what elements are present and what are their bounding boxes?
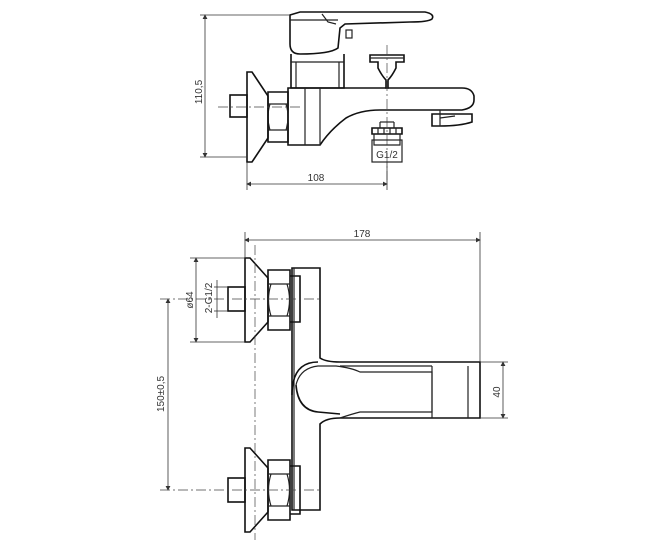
top-view: 178 ø64 2-G1/2 150±0,5 40 xyxy=(156,229,508,540)
dim-thread-outlet: G1/2 xyxy=(376,150,398,161)
dim-flange-diameter: ø64 xyxy=(185,291,196,309)
dim-overall-length: 178 xyxy=(354,229,371,240)
dim-inlet-thread: 2-G1/2 xyxy=(204,282,215,313)
dim-length-side: 108 xyxy=(308,173,325,184)
dim-center-distance: 150±0,5 xyxy=(156,376,167,413)
dim-spout-height: 40 xyxy=(492,386,503,398)
dim-height-side: 110,5 xyxy=(194,79,205,104)
side-view: 110,5 108 G1/2 xyxy=(194,11,475,190)
